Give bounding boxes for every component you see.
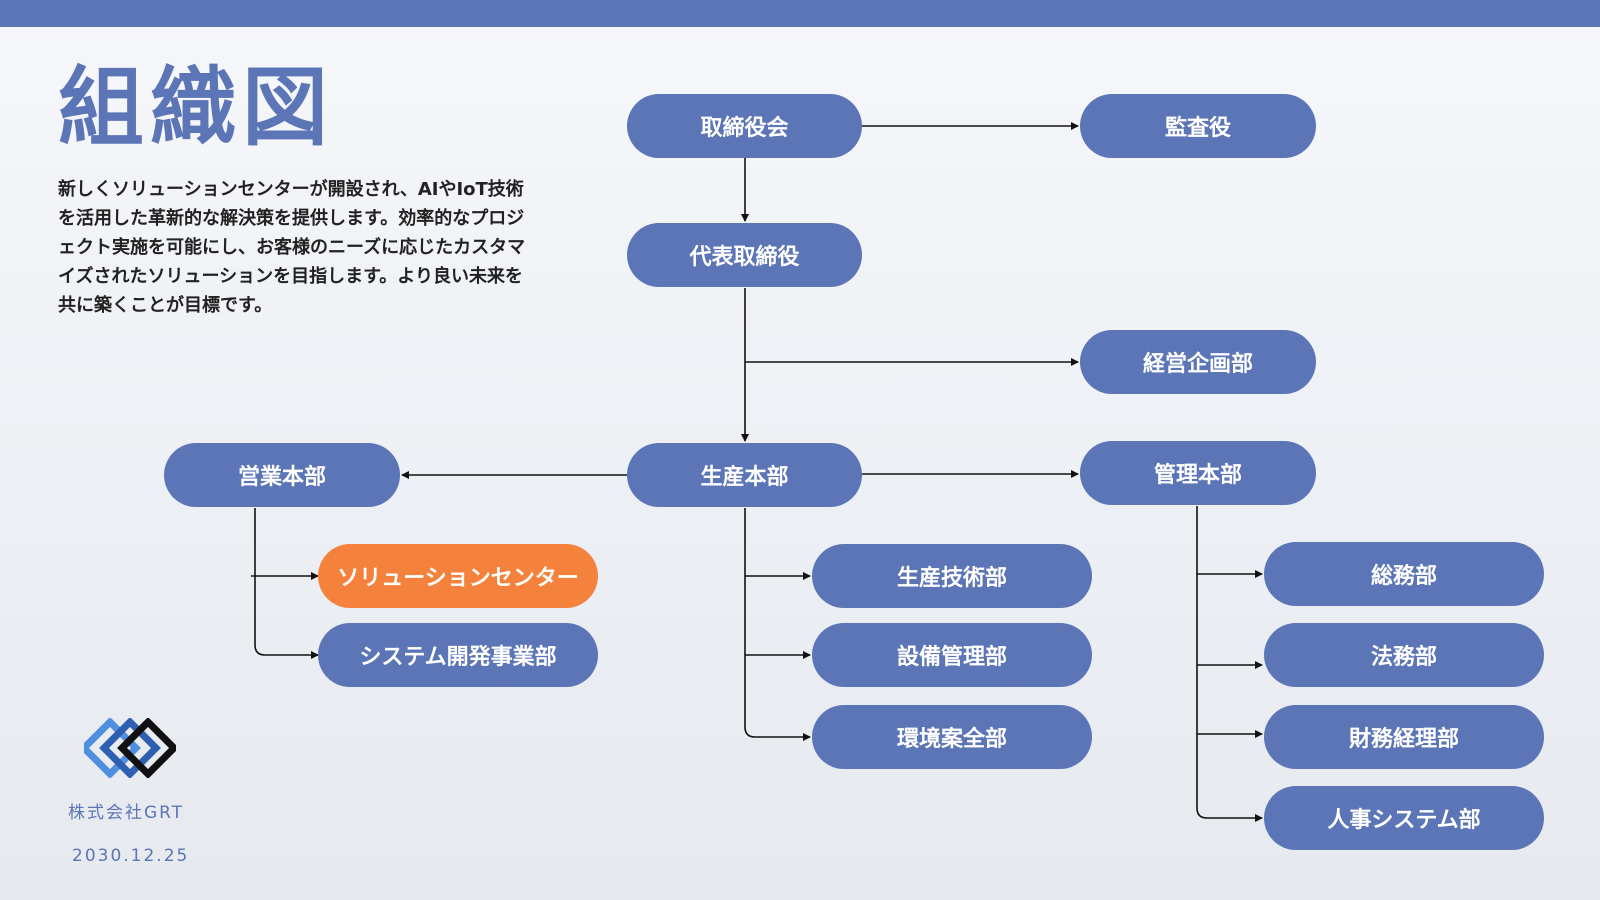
- node-general-affairs: 総務部: [1264, 542, 1544, 606]
- node-board: 取締役会: [627, 94, 862, 158]
- node-finance: 財務経理部: [1264, 705, 1544, 769]
- node-solution-center: ソリューションセンター: [318, 544, 598, 608]
- node-hr-system: 人事システム部: [1264, 786, 1544, 850]
- description-text: 新しくソリューションセンターが開設され、AIやIoT技術を活用した革新的な解決策…: [58, 179, 526, 316]
- company-name: 株式会社GRT: [68, 803, 185, 823]
- node-auditor: 監査役: [1080, 94, 1316, 158]
- page-title: 組織図: [58, 58, 334, 158]
- node-production-hq: 生産本部: [627, 443, 862, 507]
- node-sales-hq: 営業本部: [164, 443, 400, 507]
- diamond-logo-icon: [84, 718, 176, 778]
- node-system-dev: システム開発事業部: [318, 623, 598, 687]
- node-safety: 環境案全部: [812, 705, 1092, 769]
- node-president: 代表取締役: [627, 223, 862, 287]
- top-accent-bar: [0, 0, 1600, 27]
- node-planning: 経営企画部: [1080, 330, 1316, 394]
- date-text: 2030.12.25: [72, 846, 190, 866]
- node-legal: 法務部: [1264, 623, 1544, 687]
- node-prod-tech: 生産技術部: [812, 544, 1092, 608]
- node-admin-hq: 管理本部: [1080, 441, 1316, 505]
- node-facility: 設備管理部: [812, 623, 1092, 687]
